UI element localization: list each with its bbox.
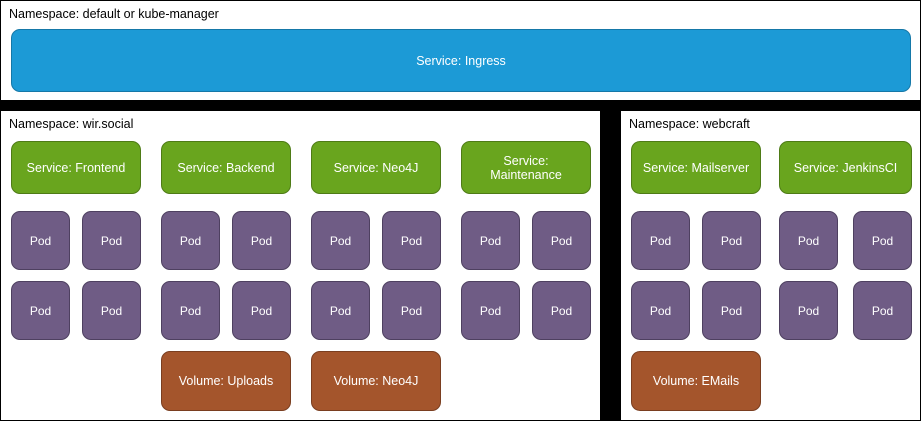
pod-neo4j-2[interactable]: Pod xyxy=(382,211,441,270)
pod-neo4j-1[interactable]: Pod xyxy=(311,211,370,270)
pod-jenkinsci-1[interactable]: Pod xyxy=(779,211,838,270)
pod-jenkinsci-2[interactable]: Pod xyxy=(853,211,912,270)
namespace-panel-wir-social: Namespace: wir.social Service: Frontend … xyxy=(0,110,601,421)
service-maintenance[interactable]: Service: Maintenance xyxy=(461,141,591,194)
pod-jenkinsci-4[interactable]: Pod xyxy=(853,281,912,340)
namespace-panel-webcraft: Namespace: webcraft Service: Mailserver … xyxy=(620,110,921,421)
pod-frontend-1[interactable]: Pod xyxy=(11,211,70,270)
pod-maintenance-1[interactable]: Pod xyxy=(461,211,520,270)
volume-emails[interactable]: Volume: EMails xyxy=(631,351,761,411)
pod-frontend-4[interactable]: Pod xyxy=(82,281,141,340)
namespace-label-default-kube-manager: Namespace: default or kube-manager xyxy=(9,7,219,21)
namespace-panel-default-kube-manager: Namespace: default or kube-manager Servi… xyxy=(0,0,921,101)
volume-uploads[interactable]: Volume: Uploads xyxy=(161,351,291,411)
service-frontend[interactable]: Service: Frontend xyxy=(11,141,141,194)
service-backend[interactable]: Service: Backend xyxy=(161,141,291,194)
pod-mailserver-4[interactable]: Pod xyxy=(702,281,761,340)
namespace-label-wir-social: Namespace: wir.social xyxy=(9,117,134,131)
service-jenkinsci[interactable]: Service: JenkinsCI xyxy=(779,141,912,194)
namespace-label-webcraft: Namespace: webcraft xyxy=(629,117,750,131)
pod-mailserver-2[interactable]: Pod xyxy=(702,211,761,270)
pod-maintenance-2[interactable]: Pod xyxy=(532,211,591,270)
pod-backend-1[interactable]: Pod xyxy=(161,211,220,270)
pod-backend-3[interactable]: Pod xyxy=(161,281,220,340)
pod-neo4j-4[interactable]: Pod xyxy=(382,281,441,340)
pod-backend-2[interactable]: Pod xyxy=(232,211,291,270)
pod-jenkinsci-3[interactable]: Pod xyxy=(779,281,838,340)
pod-maintenance-4[interactable]: Pod xyxy=(532,281,591,340)
pod-neo4j-3[interactable]: Pod xyxy=(311,281,370,340)
pod-maintenance-3[interactable]: Pod xyxy=(461,281,520,340)
pod-mailserver-3[interactable]: Pod xyxy=(631,281,690,340)
service-neo4j[interactable]: Service: Neo4J xyxy=(311,141,441,194)
service-mailserver[interactable]: Service: Mailserver xyxy=(631,141,761,194)
pod-backend-4[interactable]: Pod xyxy=(232,281,291,340)
pod-mailserver-1[interactable]: Pod xyxy=(631,211,690,270)
volume-neo4j[interactable]: Volume: Neo4J xyxy=(311,351,441,411)
pod-frontend-2[interactable]: Pod xyxy=(82,211,141,270)
service-ingress[interactable]: Service: Ingress xyxy=(11,29,911,92)
pod-frontend-3[interactable]: Pod xyxy=(11,281,70,340)
